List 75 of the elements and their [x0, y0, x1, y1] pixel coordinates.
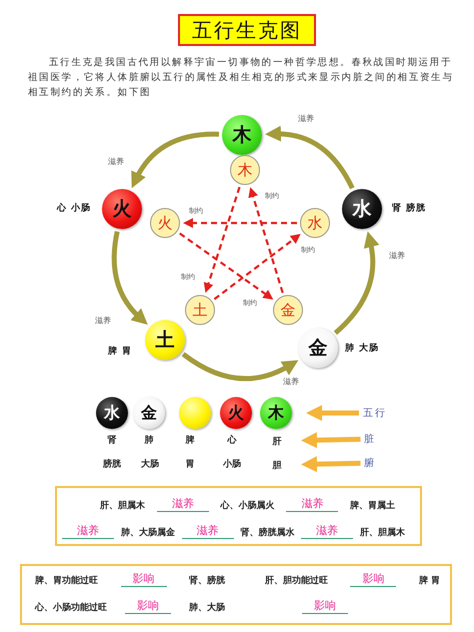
element-circle — [179, 397, 211, 429]
element-circle: 木 — [260, 397, 292, 429]
statement-text: 肝、胆功能过旺 — [265, 575, 328, 587]
organ-label: 胃 — [186, 460, 194, 470]
element-circle: 火 — [150, 208, 180, 238]
statement-text: 肺、大肠属金 — [120, 527, 175, 539]
element-circle: 金 — [133, 397, 165, 429]
fill-in-line: 滋养 — [182, 524, 234, 539]
element-circle: 金 — [273, 295, 303, 325]
element-circle: 土 — [185, 295, 215, 325]
organ-label: 脾 胃 — [108, 346, 132, 358]
arrow — [334, 231, 380, 335]
arrow — [182, 352, 299, 382]
organ-label: 膀胱 — [103, 460, 121, 470]
fill-in-line: 影响 — [125, 599, 171, 614]
organ-label: 肺 — [144, 436, 154, 446]
dashed-arrow — [179, 232, 274, 300]
fill-in-line: 滋养 — [286, 497, 338, 512]
row-label: 五行 — [362, 406, 388, 420]
arrow — [112, 231, 148, 326]
element-circle: 火 — [102, 189, 142, 229]
organ-label: 肺 大肠 — [344, 344, 380, 354]
organ-label: 胆 — [271, 459, 283, 471]
fill-in-line: 影响 — [350, 572, 396, 587]
arrow — [306, 405, 359, 421]
statement-text: 脾 胃 — [418, 575, 440, 587]
statement-text: 心、小肠功能过旺 — [35, 602, 107, 614]
organ-label: 大肠 — [141, 460, 159, 470]
arrow — [301, 432, 361, 448]
dashed-arrow — [214, 234, 301, 300]
statement-text: 脾、胃功能过旺 — [35, 575, 98, 587]
dashed-arrow — [183, 218, 297, 228]
arrow — [301, 456, 361, 472]
edge-label: 滋养 — [107, 157, 125, 167]
element-circle: 土 — [145, 320, 185, 360]
fill-in-line: 滋养 — [62, 524, 114, 539]
element-circle: 木 — [230, 155, 260, 185]
element-circle: 水 — [96, 397, 128, 429]
arrow — [265, 126, 355, 190]
fill-in-line: 滋养 — [301, 524, 354, 539]
organ-label: 心 — [228, 436, 236, 446]
organ-label: 小肠 — [223, 460, 241, 470]
statement-panel — [20, 564, 452, 625]
element-circle: 金 — [298, 328, 338, 368]
element-circle: 水 — [342, 189, 382, 229]
element-circle: 水 — [300, 208, 330, 238]
title-banner: 五行生克图 — [178, 14, 316, 46]
statement-text: 肾、膀胱属水 — [240, 527, 294, 539]
fill-in-line: 滋养 — [156, 497, 209, 512]
dashed-arrow — [204, 186, 241, 293]
edge-label: 滋养 — [282, 377, 300, 387]
organ-label: 肾 — [108, 436, 116, 446]
dashed-arrow — [248, 187, 284, 294]
organ-label: 心 小肠 — [56, 204, 92, 214]
element-circle: 木 — [222, 115, 262, 155]
statement-text: 心、小肠属火 — [220, 500, 274, 512]
element-circle: 火 — [220, 397, 252, 429]
arrow — [131, 132, 219, 188]
edge-label: 滋养 — [297, 114, 315, 124]
row-label: 腑 — [364, 456, 376, 470]
statement-text: 肾、膀胱 — [189, 575, 225, 587]
organ-label: 脾 — [186, 436, 194, 446]
statement-text: 肝、胆属木 — [360, 527, 405, 539]
edge-label: 滋养 — [388, 251, 406, 261]
fill-in-line: 影响 — [302, 599, 348, 614]
statement-text: 肺、大肠 — [189, 602, 225, 614]
edge-label: 滋养 — [94, 316, 112, 326]
row-label: 脏 — [364, 432, 376, 446]
intro-paragraph: 五行生克是我国古代用以解释宇宙一切事物的一种哲学思想。春秋战国时期运用于祖国医学，它将人体脏腑以五行的属性及相生相克的形式来显示内脏之间的相互资生与相互制约的关系。如下图 — [28, 56, 454, 100]
organ-label: 肝 — [271, 435, 283, 447]
statement-panel — [55, 486, 422, 546]
fill-in-line: 影响 — [120, 572, 166, 587]
statement-text: 肝、胆属木 — [100, 500, 145, 512]
statement-text: 脾、胃属土 — [350, 500, 395, 512]
organ-label: 肾 膀胱 — [392, 204, 426, 214]
